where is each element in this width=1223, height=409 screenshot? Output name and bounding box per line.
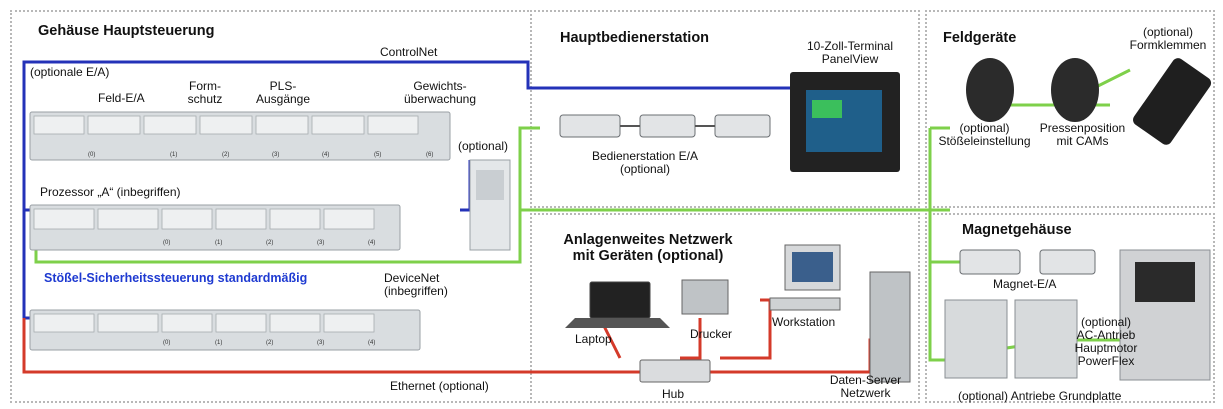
- station-io-line1: Bedienerstation E/A: [591, 149, 699, 163]
- slot-top-5: (5): [374, 152, 382, 158]
- gewicht-line1: Gewichts-: [413, 79, 467, 93]
- terminal-line2: PanelView: [821, 52, 879, 66]
- magnet-housing-title: Magnetgehäuse: [962, 222, 1072, 238]
- server-line1: Daten-Server: [829, 373, 902, 387]
- gewicht-label: Gewichts- überwachung: [395, 80, 485, 106]
- slot-mid-3: (3): [317, 240, 325, 246]
- slot-top-2: (2): [222, 152, 230, 158]
- slot-bot-3: (3): [317, 340, 325, 346]
- hub-label: Hub: [662, 387, 685, 401]
- plant-network-title-line1: Anlagenweites Netzwerk: [563, 232, 733, 248]
- ram-line2: Stößeleinstellung: [938, 134, 1031, 148]
- clamps-line2: Formklemmen: [1129, 38, 1207, 52]
- slot-top-0: (0): [88, 152, 96, 158]
- slot-mid-0: (0): [163, 240, 171, 246]
- safety-label: Stößel-Sicherheitssteuerung standardmäßi…: [44, 271, 308, 285]
- main-control-title: Gehäuse Hauptsteuerung: [38, 23, 215, 39]
- press-label: Pressenposition mit CAMs: [1035, 122, 1130, 148]
- processor-label: Prozessor „A“ (inbegriffen): [40, 185, 181, 199]
- field-devices-title: Feldgeräte: [943, 30, 1017, 46]
- slot-bot-0: (0): [163, 340, 171, 346]
- devicenet-label-line1: DeviceNet: [384, 271, 440, 285]
- feld-io-label: Feld-E/A: [98, 91, 145, 105]
- operator-station-title: Hauptbedienerstation: [560, 30, 710, 46]
- printer-label: Drucker: [690, 327, 733, 341]
- station-io-line2: (optional): [619, 162, 671, 176]
- pls-line2: Ausgänge: [255, 92, 311, 106]
- devicenet-label: DeviceNet (inbegriffen): [384, 272, 448, 298]
- plant-network-title-line2: mit Geräten (optional): [572, 248, 724, 264]
- slot-top-1: (1): [170, 152, 178, 158]
- server-line2: Netzwerk: [840, 386, 891, 400]
- ac-line1: (optional): [1080, 315, 1132, 329]
- slot-mid-1: (1): [215, 240, 223, 246]
- controlnet-label: ControlNet: [380, 45, 438, 59]
- clamps-label: (optional) Formklemmen: [1128, 26, 1208, 52]
- press-line1: Pressenposition: [1039, 121, 1126, 135]
- laptop-label: Laptop: [575, 332, 612, 346]
- slot-bot-4: (4): [368, 340, 376, 346]
- ac-line2: AC-Antrieb: [1076, 328, 1136, 342]
- pls-label: PLS- Ausgänge: [255, 80, 311, 106]
- pls-line1: PLS-: [269, 79, 297, 93]
- devicenet-label-line2: (inbegriffen): [384, 284, 448, 298]
- terminal-label: 10-Zoll-Terminal PanelView: [790, 40, 910, 66]
- formschutz-label: Form- schutz: [185, 80, 225, 106]
- formschutz-line1: Form-: [189, 79, 221, 93]
- clamps-line1: (optional): [1142, 25, 1194, 39]
- terminal-line1: 10-Zoll-Terminal: [806, 39, 894, 53]
- slot-bot-2: (2): [266, 340, 274, 346]
- ethernet-label: Ethernet (optional): [390, 379, 489, 393]
- ram-line1: (optional): [959, 121, 1010, 135]
- press-line2: mit CAMs: [1056, 134, 1109, 148]
- slot-top-3: (3): [272, 152, 280, 158]
- gewicht-line2: überwachung: [403, 92, 477, 106]
- workstation-label: Workstation: [772, 315, 836, 329]
- slot-top-6: (6): [426, 152, 434, 158]
- ac-line3: Hauptmotor: [1074, 341, 1138, 355]
- ac-line4: PowerFlex: [1077, 354, 1135, 368]
- station-io-label: Bedienerstation E/A (optional): [580, 150, 710, 176]
- formschutz-line2: schutz: [187, 92, 223, 106]
- ac-drive-label: (optional) AC-Antrieb Hauptmotor PowerFl…: [1066, 316, 1146, 368]
- optional-io-label: (optionale E/A): [30, 65, 110, 79]
- slot-mid-4: (4): [368, 240, 376, 246]
- rack-optional-label: (optional): [458, 139, 509, 153]
- slot-bot-1: (1): [215, 340, 223, 346]
- plant-network-title: Anlagenweites Netzwerk mit Geräten (opti…: [548, 232, 748, 264]
- server-label: Daten-Server Netzwerk: [818, 374, 913, 400]
- ram-label: (optional) Stößeleinstellung: [932, 122, 1037, 148]
- slot-top-4: (4): [322, 152, 330, 158]
- drives-label: (optional) Antriebe Grundplatte: [958, 389, 1122, 403]
- slot-mid-2: (2): [266, 240, 274, 246]
- magnet-io-label: Magnet-E/A: [993, 277, 1057, 291]
